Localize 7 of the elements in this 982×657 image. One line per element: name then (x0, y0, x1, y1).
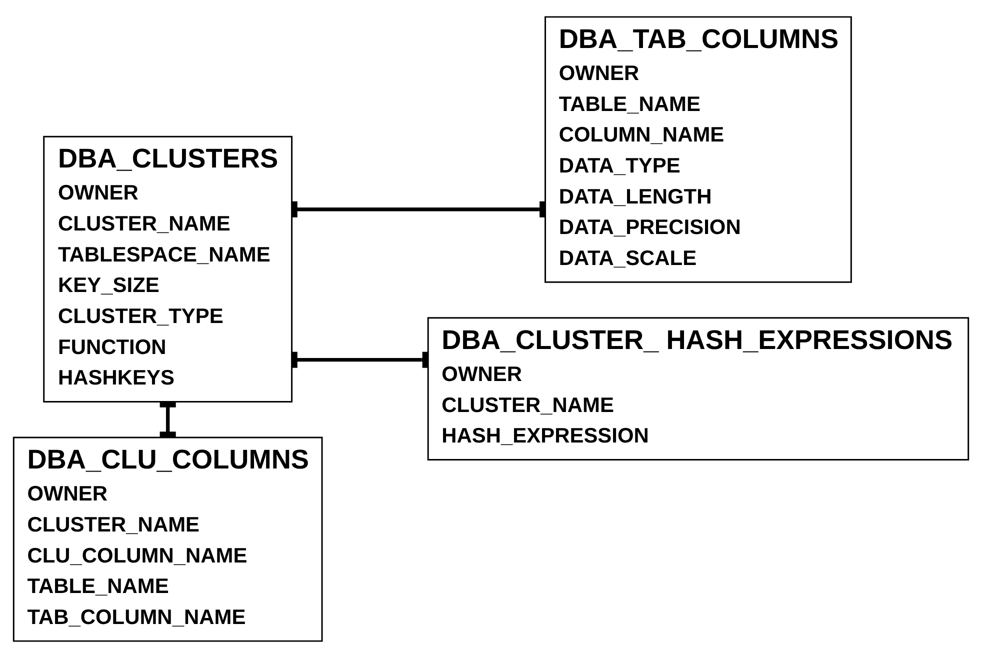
node-box: DBA_CLU_COLUMNS OWNER CLUSTER_NAME CLU_COLUMN_NAME TABLE_NAME TAB_COLUMN_NAME (12, 436, 323, 642)
connector (160, 400, 176, 438)
node-box: DBA_CLUSTER_ HASH_EXPRESSIONS OWNER CLUSTER_NAME HASH_EXPRESSION (427, 316, 970, 460)
node-box: DBA_CLUSTERS OWNER CLUSTER_NAME TABLESPACE_NAME KEY_SIZE CLUSTER_TYPE FUNCTION HASHKEYS (43, 135, 293, 402)
connector (291, 351, 428, 368)
node-box: DBA_TAB_COLUMNS OWNER TABLE_NAME COLUMN_NAME DATA_TYPE DATA_LENGTH DATA_PRECISION DATA_SCALE (544, 16, 852, 282)
connector (291, 200, 546, 217)
